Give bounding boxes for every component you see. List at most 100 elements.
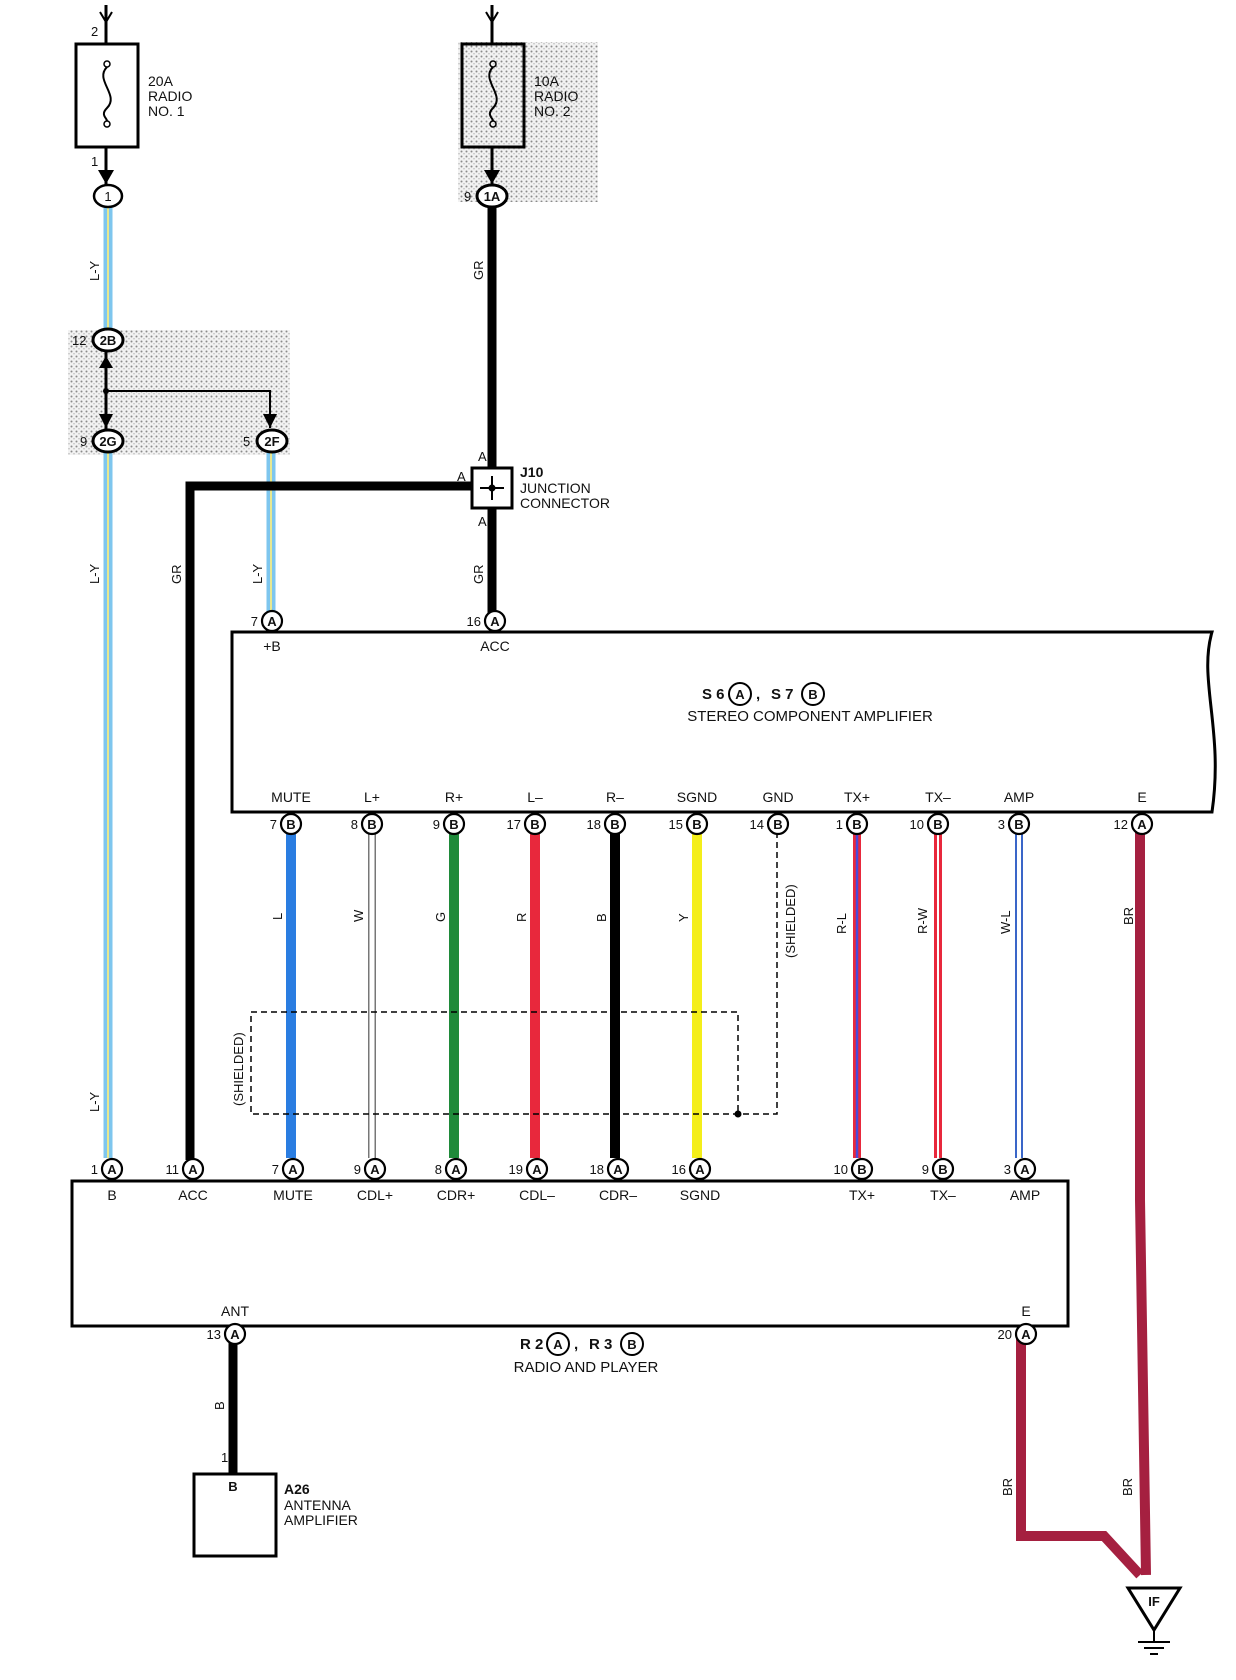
j10-pin-bottom: A (478, 514, 487, 529)
radio-top-pin-label: MUTE (273, 1187, 313, 1203)
amp-bottom-pin-label: TX+ (844, 789, 870, 805)
svg-text:B: B (594, 913, 609, 922)
svg-text:AMPLIFIER: AMPLIFIER (284, 1512, 358, 1528)
radio-top-pin-0: A1B (91, 1157, 124, 1203)
radio-bottom-pin-conn: A (230, 1327, 240, 1342)
svg-text:S 7: S 7 (771, 686, 794, 703)
amp-top-pin-number: 7 (251, 614, 258, 629)
amp-bottom-pin-label: R+ (445, 789, 463, 805)
wire-gr-left (185, 481, 472, 1160)
amp-top-pin-conn: A (490, 614, 500, 629)
svg-text:,: , (756, 686, 760, 703)
fuse2-rating: 10A (534, 73, 560, 89)
svg-text:S 6: S 6 (702, 686, 725, 703)
amp-bottom-pin-label: R– (606, 789, 624, 805)
amp-bottom-pin-number: 10 (910, 817, 924, 832)
radio-top-pin-conn: A (451, 1162, 461, 1177)
svg-text:B: B (212, 1401, 227, 1410)
svg-text:2G: 2G (99, 434, 116, 449)
svg-text:R-W: R-W (915, 907, 930, 934)
amp-bottom-pin-1: B8L+ (351, 789, 384, 836)
radio-top-pin-label: CDL– (519, 1187, 555, 1203)
svg-text:L-Y: L-Y (87, 260, 102, 281)
j10-id: J10 (520, 464, 544, 480)
amp-bottom-pin-number: 7 (270, 817, 277, 832)
connector-2b: 2B 12 (72, 327, 125, 353)
amp-bottom-pin-2: B9R+ (433, 789, 466, 836)
svg-text:A26: A26 (284, 1481, 310, 1497)
svg-text:BR: BR (1120, 1478, 1135, 1496)
radio-top-pin-conn: A (188, 1162, 198, 1177)
svg-text:L-Y: L-Y (87, 1091, 102, 1112)
svg-text:2F: 2F (264, 434, 279, 449)
radio-top-pin-number: 16 (672, 1162, 686, 1177)
amp-bottom-pin-label: E (1137, 789, 1146, 805)
svg-text:W-L: W-L (998, 910, 1013, 934)
amp-bottom-pin-label: SGND (677, 789, 717, 805)
svg-text:GR: GR (471, 261, 486, 281)
fuse2-number: NO. 2 (534, 103, 571, 119)
svg-text:9: 9 (80, 434, 87, 449)
svg-text:1: 1 (104, 189, 111, 204)
svg-text:,: , (574, 1336, 578, 1353)
svg-text:BR: BR (1000, 1478, 1015, 1496)
radio-top-pin-number: 3 (1004, 1162, 1011, 1177)
radio-name: RADIO AND PLAYER (514, 1359, 659, 1376)
svg-text:L: L (270, 913, 285, 920)
amp-bottom-pin-number: 8 (351, 817, 358, 832)
amp-bottom-pin-conn: B (449, 817, 458, 832)
j10-pin-left: A (457, 469, 466, 484)
svg-text:9: 9 (464, 189, 471, 204)
radio-top-pin-number: 11 (166, 1162, 180, 1177)
fuse1-top-pin: 2 (91, 24, 98, 39)
shaded-area-fuse2 (458, 42, 598, 202)
svg-text:R-L: R-L (834, 913, 849, 934)
svg-text:5: 5 (243, 434, 250, 449)
svg-text:IF: IF (1148, 1594, 1160, 1609)
fuse1-bottom-pin: 1 (91, 154, 98, 169)
svg-text:G: G (433, 912, 448, 922)
connector-2f: 2F 5 (243, 428, 289, 454)
svg-text:1A: 1A (484, 189, 501, 204)
radio-bottom-pin-label: ANT (221, 1303, 249, 1319)
radio-top-pin-label: AMP (1010, 1187, 1040, 1203)
amp-bottom-pin-label: TX– (925, 789, 951, 805)
svg-text:1: 1 (221, 1450, 228, 1465)
amp-bottom-pin-label: MUTE (271, 789, 311, 805)
amp-top-pin-number: 16 (467, 614, 481, 629)
ground-if: IF (1125, 1586, 1183, 1655)
svg-text:GR: GR (169, 565, 184, 585)
radio-top-pin-label: CDR+ (437, 1187, 476, 1203)
amp-name: STEREO COMPONENT AMPLIFIER (687, 708, 933, 725)
radio-top-pin-number: 7 (272, 1162, 279, 1177)
amp-bottom-pin-conn: B (692, 817, 701, 832)
amp-bottom-pin-label: L+ (364, 789, 380, 805)
radio-top-pin-conn: B (938, 1162, 947, 1177)
fuse2-name: RADIO (534, 88, 578, 104)
wire-2b-jumper (99, 352, 277, 430)
svg-text:L-Y: L-Y (87, 563, 102, 584)
radio-top-pin-label: ACC (178, 1187, 208, 1203)
j10-pin-top: A (478, 449, 487, 464)
svg-text:12: 12 (72, 333, 86, 348)
radio-bottom-pin-label: E (1021, 1303, 1030, 1319)
wire-br-radio-ground (1016, 1330, 1144, 1579)
